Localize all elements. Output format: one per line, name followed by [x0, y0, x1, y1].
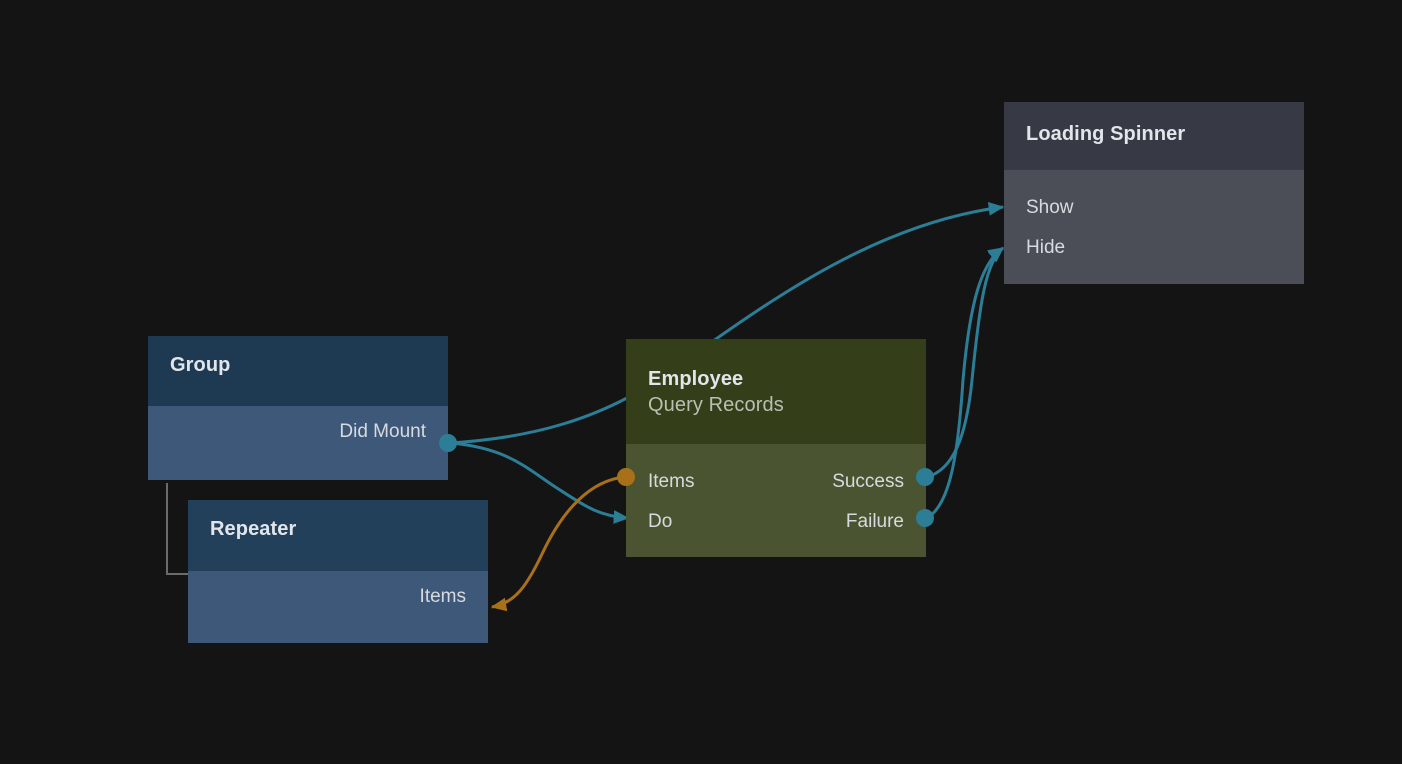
node-repeater[interactable]: Repeater Items [188, 500, 488, 643]
node-employee-subtitle: Query Records [648, 394, 784, 416]
port-label-show: Show [1026, 197, 1074, 218]
node-employee-header[interactable]: Employee Query Records [626, 339, 926, 444]
port-label-did-mount: Did Mount [339, 421, 426, 442]
port-row-did-mount[interactable]: Did Mount [148, 412, 448, 452]
edge-items-to-repeater-items [490, 475, 625, 612]
node-group-header[interactable]: Group [148, 336, 448, 406]
port-row-employee-items-success[interactable]: Items Success [626, 462, 926, 502]
nesting-bracket-group-repeater [166, 483, 192, 575]
port-row-hide[interactable]: Hide [1004, 228, 1304, 268]
port-label-repeater-items: Items [419, 586, 466, 607]
node-loading-spinner-title: Loading Spinner [1026, 123, 1186, 145]
port-label-employee-failure: Failure [845, 511, 904, 532]
node-employee[interactable]: Employee Query Records Items Success Do … [626, 339, 926, 557]
node-loading-spinner-body: Show Hide [1004, 170, 1304, 284]
node-group-body: Did Mount [148, 406, 448, 480]
node-repeater-title: Repeater [210, 518, 297, 540]
port-row-show[interactable]: Show [1004, 188, 1304, 228]
node-employee-body: Items Success Do Failure [626, 444, 926, 557]
node-loading-spinner-header[interactable]: Loading Spinner [1004, 102, 1304, 170]
port-label-employee-items: Items [648, 471, 695, 492]
node-group-title: Group [170, 354, 231, 376]
edge-success-to-hide [926, 246, 1005, 479]
edge-failure-to-hide [926, 246, 1005, 520]
node-repeater-body: Items [188, 571, 488, 643]
port-label-employee-do: Do [648, 511, 673, 532]
node-employee-title: Employee [648, 368, 744, 390]
port-label-employee-success: Success [832, 471, 904, 492]
node-repeater-header[interactable]: Repeater [188, 500, 488, 571]
port-label-hide: Hide [1026, 237, 1066, 258]
node-group[interactable]: Group Did Mount [148, 336, 448, 480]
port-row-repeater-items[interactable]: Items [188, 577, 488, 617]
node-loading-spinner[interactable]: Loading Spinner Show Hide [1004, 102, 1304, 284]
port-row-employee-do-failure[interactable]: Do Failure [626, 502, 926, 542]
